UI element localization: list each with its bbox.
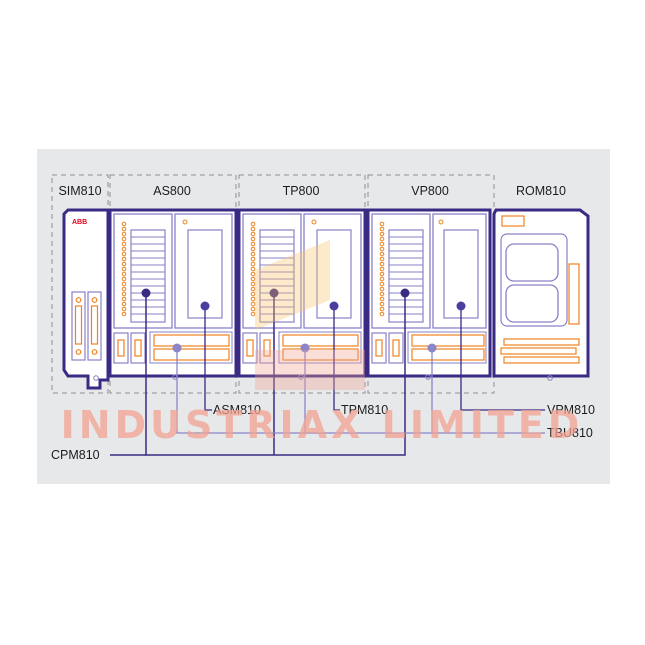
watermark: INDUSTRIAX LIMITED — [61, 240, 584, 447]
callout-asm810: ASM810 — [213, 403, 261, 417]
watermark-text: INDUSTRIAX LIMITED — [61, 403, 584, 447]
tbu810-dot-as — [172, 343, 182, 353]
callout-tpm810: TPM810 — [341, 403, 388, 417]
tbu810-dot-vp — [427, 343, 437, 353]
abb-logo: ABB — [72, 219, 87, 226]
group-label-rom810: ROM810 — [516, 184, 566, 198]
callout-lines — [110, 293, 545, 456]
cpm810-dot-as — [141, 288, 151, 298]
callout-vpm810: VPM810 — [547, 403, 595, 417]
callout-dots — [141, 288, 466, 353]
group-label-as800: AS800 — [153, 184, 191, 198]
tp800-assembly — [237, 208, 367, 380]
group-label-vp800: VP800 — [411, 184, 449, 198]
watermark-logo-shape — [255, 240, 330, 330]
tbu810-dot-tp — [300, 343, 310, 353]
vpm810-dot — [456, 301, 466, 311]
as800-assembly — [108, 208, 238, 380]
sim810-module: ABB — [62, 208, 110, 390]
callout-tbu810: TBU810 — [547, 426, 593, 440]
asm810-dot — [200, 301, 210, 311]
cpm810-dot-tp — [269, 288, 279, 298]
group-label-sim810: SIM810 — [58, 184, 101, 198]
vp800-assembly — [366, 208, 492, 380]
rom810-module — [492, 208, 590, 381]
cpm810-dot-vp — [400, 288, 410, 298]
callout-cpm810: CPM810 — [51, 448, 100, 462]
tpm810-dot — [329, 301, 339, 311]
group-label-tp800: TP800 — [283, 184, 320, 198]
